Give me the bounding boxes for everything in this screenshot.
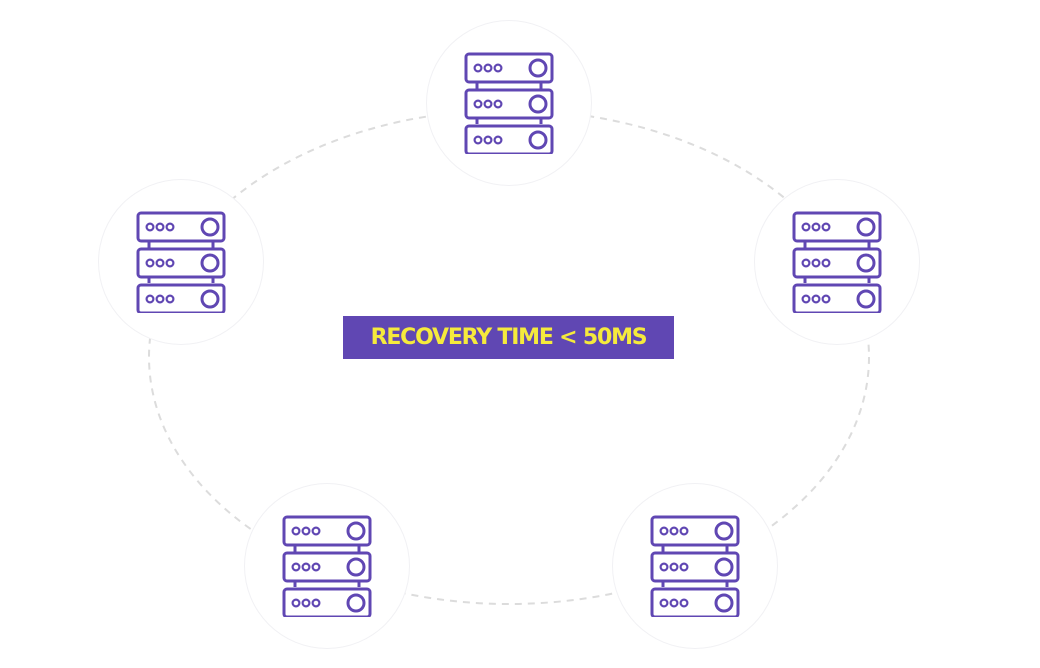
server-rack-icon xyxy=(282,515,372,617)
server-node-top xyxy=(427,21,591,185)
server-rack-icon xyxy=(792,211,882,313)
server-rack-icon xyxy=(650,515,740,617)
server-node-right xyxy=(755,180,919,344)
recovery-time-label: RECOVERY TIME < 50MS xyxy=(343,316,674,359)
server-node-bottom-left xyxy=(245,484,409,648)
server-node-left xyxy=(99,180,263,344)
server-node-bottom-right xyxy=(613,484,777,648)
server-rack-icon xyxy=(464,52,554,154)
server-rack-icon xyxy=(136,211,226,313)
